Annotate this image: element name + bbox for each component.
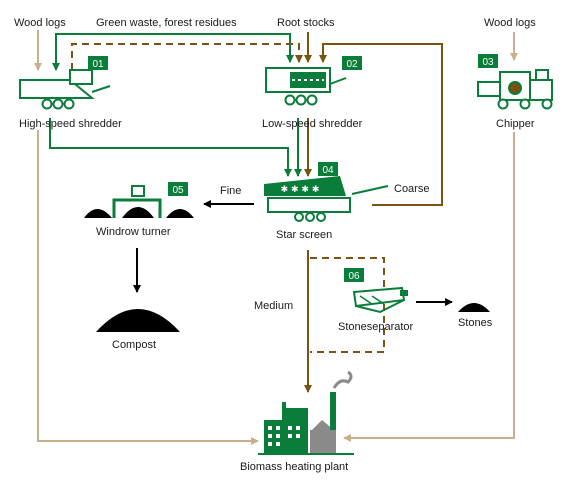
source-wood-logs-left: Wood logs [14, 17, 66, 29]
source-root-stocks: Root stocks [277, 17, 335, 29]
label-coarse: Coarse [394, 183, 429, 195]
svg-text:✱ ✱ ✱ ✱: ✱ ✱ ✱ ✱ [281, 185, 320, 195]
badge-01 [88, 56, 108, 70]
label-stones: Stones [458, 317, 493, 329]
high-speed-shredder-icon [19, 69, 111, 110]
source-wood-logs-right: Wood logs [484, 17, 536, 29]
label-fine: Fine [220, 185, 241, 197]
label-high-speed-shredder: High-speed shredder [19, 118, 122, 130]
windrow-turner-icon [84, 185, 194, 218]
badge-02-text: 02 [346, 59, 358, 70]
compost-pile-icon [96, 309, 180, 332]
low-speed-shredder-icon [265, 67, 347, 106]
star-screen-icon: ✱ ✱ ✱ ✱ [264, 176, 351, 222]
label-medium: Medium [254, 300, 293, 312]
flow-stoneseparator-loop [310, 257, 385, 353]
label-chipper: Chipper [496, 118, 535, 130]
label-biomass-plant: Biomass heating plant [240, 461, 348, 473]
flow-chipper-to-plant [343, 132, 515, 442]
badge-03-text: 03 [482, 57, 494, 68]
badge-04-text: 04 [322, 165, 334, 176]
stoneseparator-icon [352, 286, 408, 314]
chipper-icon [477, 69, 553, 110]
badge-06 [344, 268, 364, 282]
coarse-connector [351, 185, 389, 195]
label-low-speed-shredder: Low-speed shredder [262, 118, 363, 130]
label-stoneseparator: Stoneseparator [338, 321, 414, 333]
badge-06-text: 06 [348, 271, 360, 282]
label-compost: Compost [112, 339, 156, 351]
badge-02 [342, 56, 362, 70]
flow-hss-to-starscreen [49, 118, 292, 177]
badge-01-text: 01 [92, 59, 104, 70]
flow-dashed-root-loop [71, 43, 303, 70]
flow-coarse-return [319, 43, 443, 206]
label-windrow-turner: Windrow turner [96, 226, 171, 238]
badge-05-text: 05 [172, 185, 184, 196]
badge-03 [478, 54, 498, 68]
badge-04 [318, 162, 338, 176]
stones-pile-icon [458, 303, 490, 312]
label-star-screen: Star screen [276, 229, 332, 241]
flow-hss-to-plant [37, 130, 259, 445]
biomass-plant-icon [258, 370, 354, 455]
badge-05 [168, 182, 188, 196]
source-green-waste: Green waste, forest residues [96, 17, 237, 29]
